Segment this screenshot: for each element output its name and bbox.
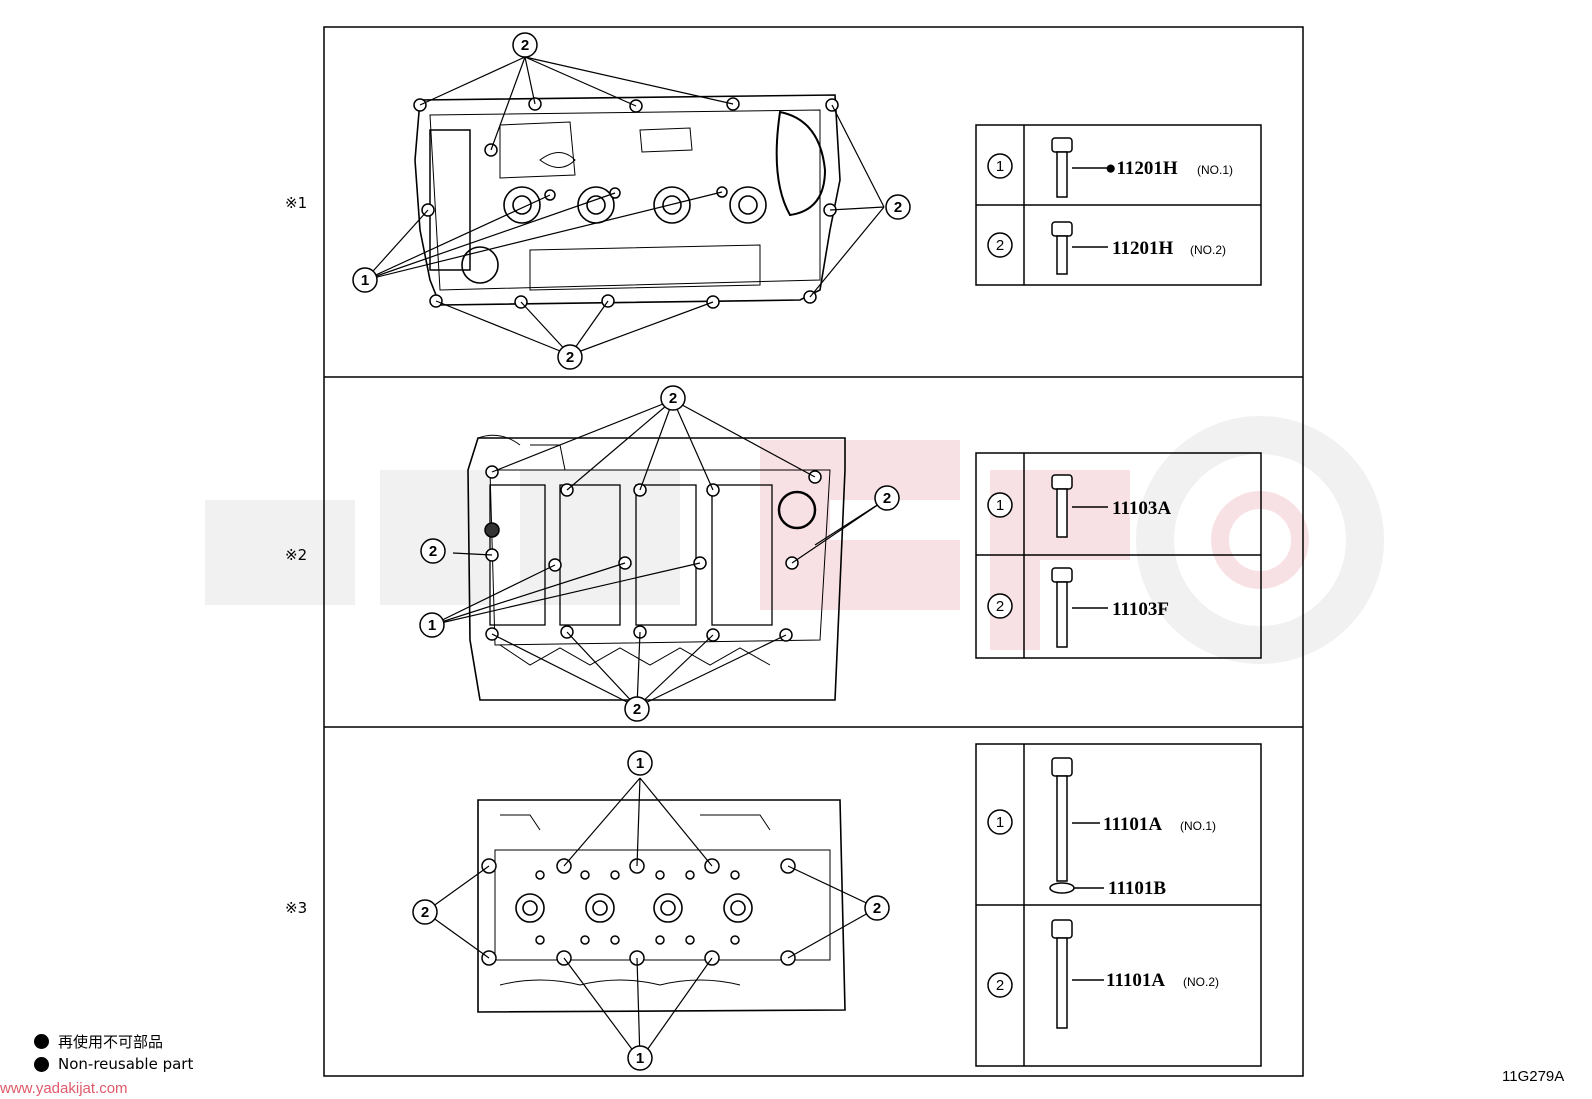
watermark-url: www.yadakijat.com [0, 1080, 128, 1097]
parts-table-2 [975, 452, 1262, 659]
row-number: 1 [996, 497, 1004, 514]
section-marker: ※3 [285, 899, 307, 917]
bolt-icon [1051, 757, 1100, 882]
bolt-icon [1051, 137, 1108, 198]
legend-item-jp: 再使用不可部品 [34, 1031, 163, 1052]
parts-table-1 [975, 124, 1262, 286]
bolt-icon [1051, 919, 1104, 1029]
leader-lines-section-1 [364, 56, 885, 356]
cylinder-head-cover-drawing [414, 94, 841, 306]
part-code: ●11201H [1105, 158, 1178, 179]
legend-text: 再使用不可部品 [58, 1033, 164, 1051]
bolt-icons [1049, 137, 1108, 1029]
legend-text: Non-reusable part [58, 1055, 194, 1073]
callout-number: 2 [873, 900, 881, 917]
washer-icon [1049, 882, 1104, 894]
part-codes: ●11201H (NO.1) 11201H (NO.2) 11103A 1110… [1103, 158, 1233, 991]
bolt-icon [1051, 567, 1108, 648]
section-marker: ※1 [285, 194, 307, 212]
part-suffix: (NO.1) [1180, 819, 1216, 833]
callout-number: 1 [361, 272, 369, 289]
row-number: 1 [996, 814, 1004, 831]
callout-number: 1 [428, 617, 436, 634]
leader-lines-section-3 [424, 777, 878, 1061]
section-marker: ※2 [285, 546, 307, 564]
cylinder-block-drawing [467, 434, 846, 701]
callout-number: 2 [429, 543, 437, 560]
part-code: 11101A [1106, 970, 1165, 991]
callout-number: 1 [636, 755, 644, 772]
bolt-holes-section-3 [481, 858, 796, 966]
bullet-icon [34, 1034, 49, 1049]
part-suffix: (NO.2) [1183, 975, 1219, 989]
row-number: 2 [996, 598, 1004, 615]
part-code: 11101B [1108, 878, 1166, 899]
part-code: 11101A [1103, 814, 1162, 835]
callout-numbers: 2 2 2 1 2 2 2 2 1 1 1 2 2 [361, 37, 902, 1067]
callout-number: 2 [421, 904, 429, 921]
bolt-holes-section-1 [413, 97, 839, 309]
part-suffix: (NO.2) [1190, 243, 1226, 257]
row-number: 1 [996, 158, 1004, 175]
diagram-code: 11G279A [1502, 1068, 1565, 1085]
bolt-icon [1051, 474, 1108, 538]
legend-item-en: Non-reusable part [34, 1055, 193, 1073]
callout-number: 2 [566, 349, 574, 366]
part-suffix: (NO.1) [1197, 163, 1233, 177]
watermark-logo [205, 416, 1384, 664]
bullet-icon [34, 1056, 49, 1072]
table-row-circles [987, 153, 1013, 998]
bolt-icon [1051, 221, 1108, 275]
parts-table-3 [975, 743, 1262, 1067]
callout-number: 2 [669, 390, 677, 407]
callout-number: 2 [883, 490, 891, 507]
callout-circles [352, 32, 911, 1071]
cylinder-head-drawing [477, 799, 846, 1013]
callout-number: 2 [633, 701, 641, 718]
part-code: 11103A [1112, 498, 1171, 519]
part-code: 11201H [1112, 238, 1173, 259]
main-frame [323, 26, 1304, 1077]
callout-number: 2 [521, 37, 529, 54]
callout-number: 1 [636, 1050, 644, 1067]
table-row-numbers: 1 2 1 2 1 2 [996, 158, 1004, 994]
row-number: 2 [996, 977, 1004, 994]
part-code: 11103F [1112, 599, 1169, 620]
row-number: 2 [996, 237, 1004, 254]
callout-number: 2 [894, 199, 902, 216]
leader-lines-section-2 [431, 399, 886, 708]
